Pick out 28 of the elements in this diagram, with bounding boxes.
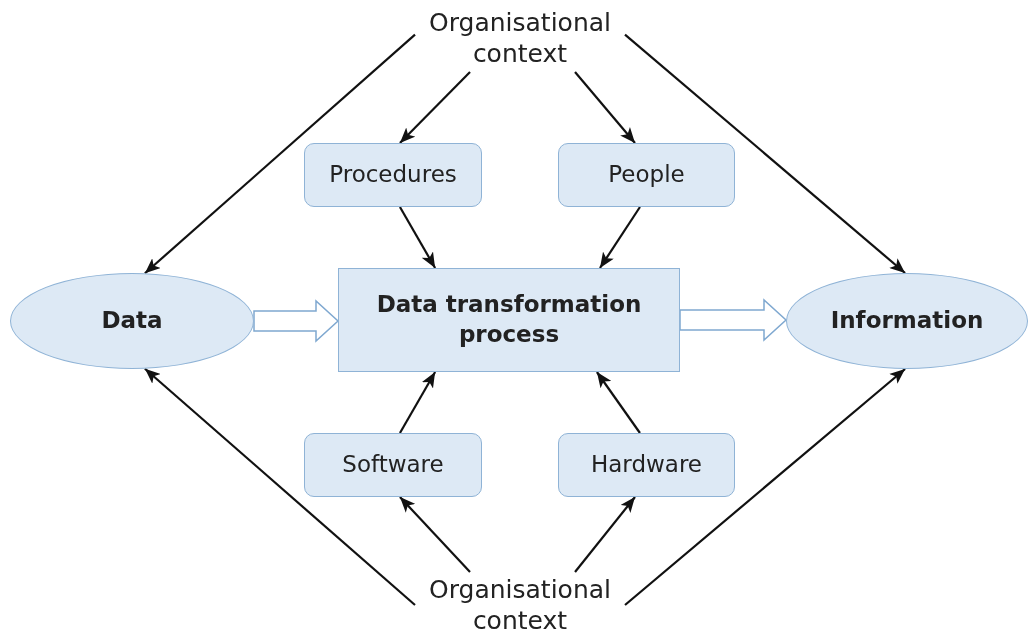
process-box — [558, 143, 735, 207]
arrow — [399, 496, 471, 573]
block-arrow — [679, 298, 788, 342]
arrow — [399, 371, 437, 434]
arrow — [624, 33, 906, 274]
node-label: Hardware — [590, 450, 702, 480]
process-box — [304, 433, 482, 497]
arrow — [574, 71, 636, 144]
arrow — [599, 206, 641, 269]
process-box — [338, 268, 680, 372]
node-label: Software — [342, 450, 444, 480]
context-label: Organisational context — [428, 6, 612, 70]
process-box — [558, 433, 735, 497]
arrow — [624, 368, 906, 606]
node-label: Data — [101, 306, 163, 336]
arrow — [144, 33, 416, 275]
node-label: Information — [830, 306, 984, 336]
arrow — [399, 71, 471, 144]
context-label: Organisational context — [428, 573, 612, 637]
arrow — [574, 496, 636, 573]
block-arrow — [253, 299, 340, 343]
node-label: Procedures — [329, 160, 457, 190]
node-label: People — [608, 160, 685, 190]
node-label: Data transformation process — [375, 290, 643, 349]
arrow — [144, 367, 416, 606]
arrow — [596, 371, 641, 434]
arrow — [399, 206, 437, 269]
process-box — [304, 143, 482, 207]
